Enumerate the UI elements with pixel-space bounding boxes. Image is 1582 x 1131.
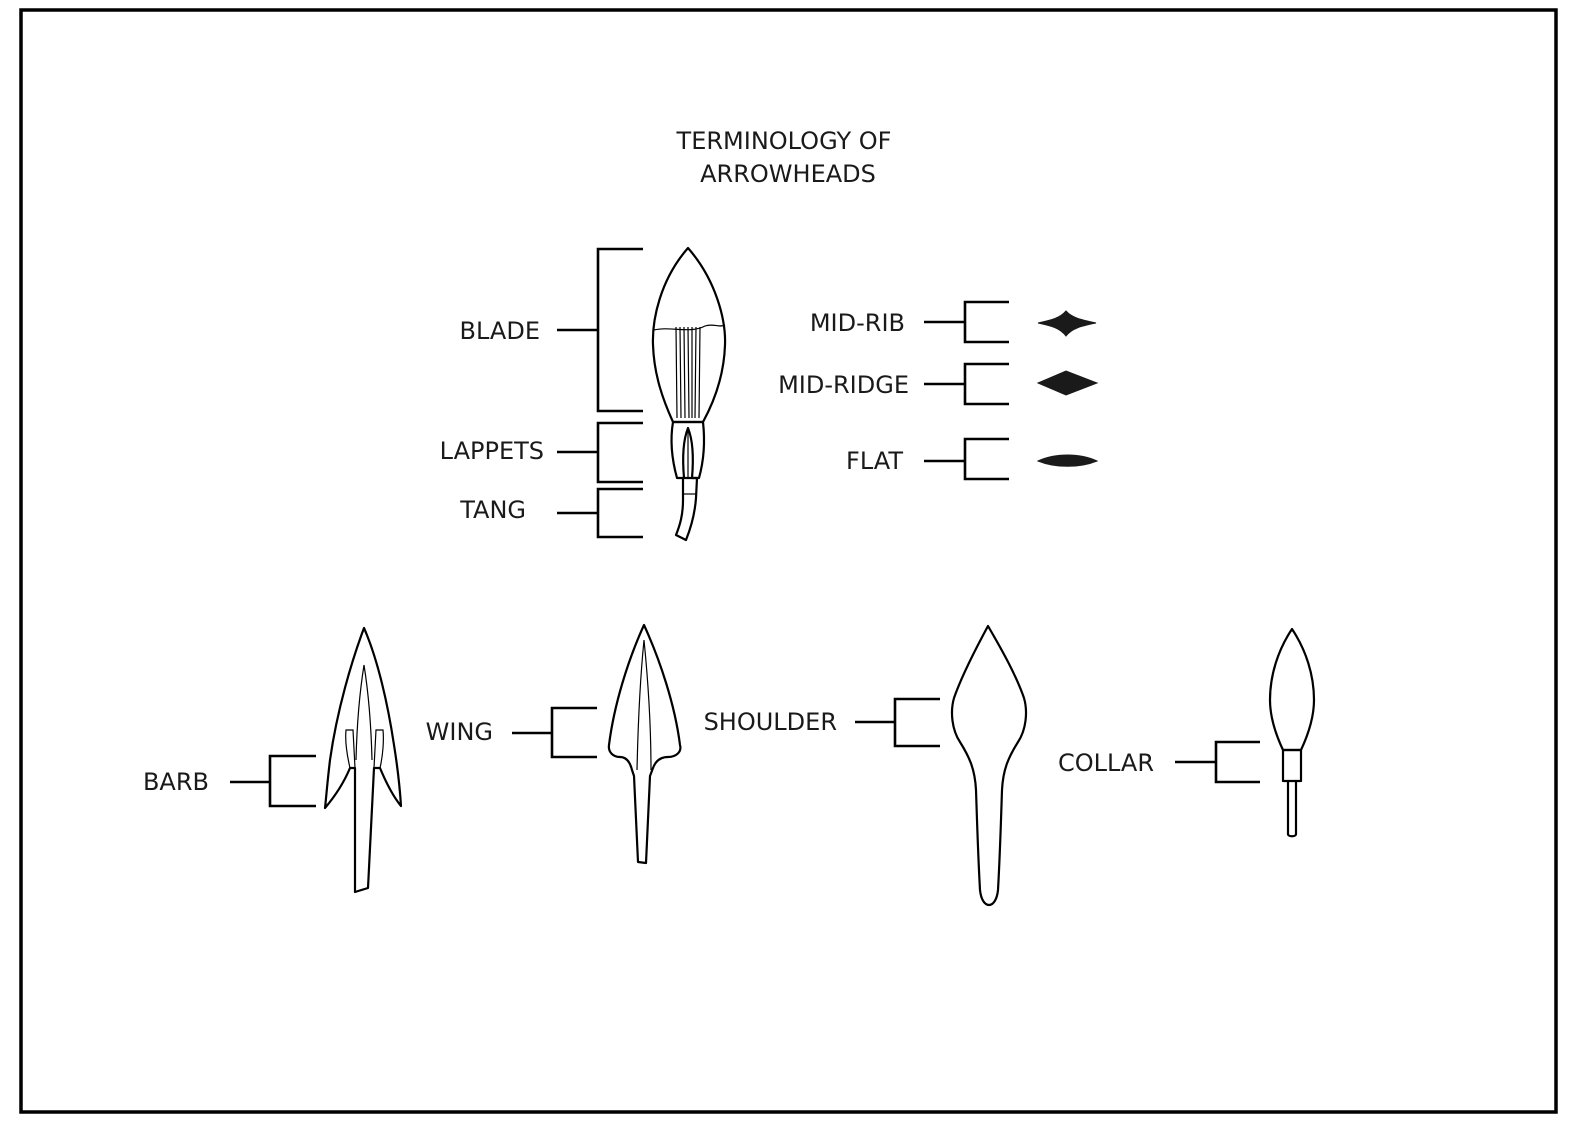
main-arrowhead	[651, 246, 727, 542]
shouldered-arrowhead-outline	[950, 624, 1028, 907]
collared-arrowhead	[1268, 627, 1316, 838]
label-mid-rib: MID-RIB	[810, 309, 905, 337]
page-frame	[19, 8, 1558, 1114]
collared-arrowhead-collar	[1281, 748, 1303, 783]
label-collar: COLLAR	[1058, 749, 1154, 777]
blade-ribs	[675, 326, 701, 419]
label-wing: WING	[426, 718, 493, 746]
barbed-arrowhead-midrib	[355, 664, 373, 761]
diagram-title-line-1: TERMINOLOGY OF	[676, 127, 892, 155]
label-tang: TANG	[459, 496, 526, 524]
label-barb: BARB	[143, 768, 209, 796]
blade-bracket	[557, 247, 643, 413]
mid-rib-cross-section	[1037, 310, 1097, 337]
label-flat: FLAT	[846, 447, 903, 475]
wing-bracket	[512, 706, 597, 759]
collar-bracket	[1175, 740, 1260, 784]
flat-cross-section	[1036, 454, 1099, 467]
blade-wave-line	[653, 324, 726, 331]
shouldered-arrowhead	[950, 624, 1028, 907]
flat-bracket	[924, 437, 1009, 481]
winged-arrowhead-midrib	[636, 639, 652, 771]
barbed-arrowhead-outline	[323, 626, 403, 894]
winged-arrowhead	[607, 623, 682, 865]
lappets-bracket	[557, 421, 643, 484]
mid-ridge-bracket	[924, 362, 1009, 406]
mid-ridge-cross-section	[1036, 370, 1099, 396]
label-lappets: LAPPETS	[440, 437, 544, 465]
collared-arrowhead-tang	[1286, 779, 1298, 838]
barbed-arrowhead	[323, 626, 403, 894]
label-shoulder: SHOULDER	[704, 708, 837, 736]
barbed-arrowhead-inner-barbs	[345, 729, 384, 769]
winged-arrowhead-outline	[607, 623, 682, 865]
label-mid-ridge: MID-RIDGE	[778, 371, 909, 399]
tang-bracket	[557, 487, 643, 539]
shoulder-bracket	[855, 697, 940, 748]
mid-rib-bracket	[924, 300, 1009, 344]
collared-arrowhead-blade	[1268, 627, 1316, 752]
barb-bracket	[230, 754, 316, 808]
diagram-title-line-2: ARROWHEADS	[700, 160, 876, 188]
label-blade: BLADE	[460, 317, 540, 345]
tang-outline	[674, 476, 699, 542]
